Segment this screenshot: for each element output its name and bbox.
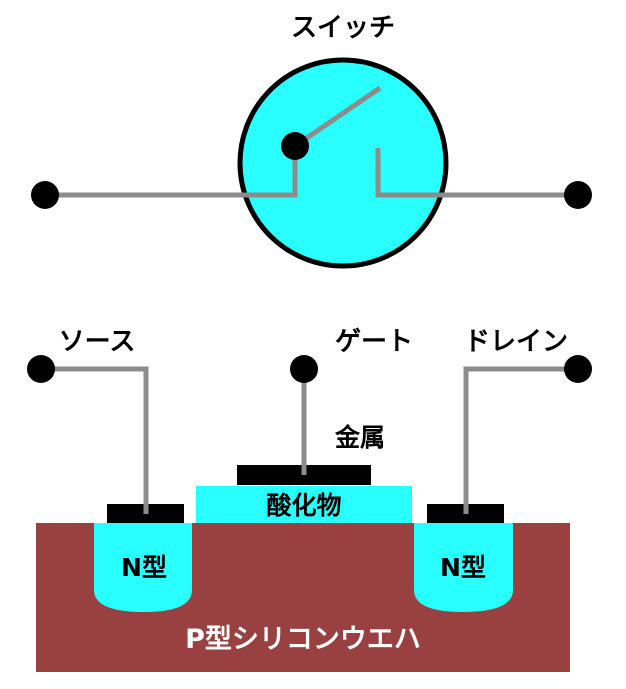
switch-symbol: スイッチ bbox=[31, 13, 592, 269]
oxide-label: 酸化物 bbox=[266, 491, 341, 520]
drain-label: ドレイン bbox=[464, 327, 568, 357]
source-terminal bbox=[27, 355, 55, 383]
source-wire bbox=[41, 366, 149, 514]
source-label: ソース bbox=[59, 327, 136, 357]
switch-lever bbox=[293, 85, 382, 149]
switch-pivot bbox=[281, 132, 309, 160]
switch-circle bbox=[237, 57, 449, 269]
n-well-right bbox=[414, 523, 513, 612]
n-well-left-label: N型 bbox=[121, 553, 167, 582]
n-well-right-label: N型 bbox=[440, 553, 486, 582]
drain-terminal bbox=[564, 355, 592, 383]
gate-label: ゲート bbox=[335, 327, 413, 357]
mosfet-cross-section: ソース ゲート ドレイン 金属 酸化物 N型 N型 P型シリコンウエハ bbox=[27, 327, 592, 672]
switch-title: スイッチ bbox=[291, 13, 395, 43]
substrate-label: P型シリコンウエハ bbox=[185, 624, 421, 655]
switch-left-terminal bbox=[31, 181, 59, 209]
n-well-left bbox=[94, 523, 192, 612]
metal-label: 金属 bbox=[334, 423, 385, 452]
switch-right-terminal bbox=[564, 181, 592, 209]
switch-left-wire bbox=[45, 148, 298, 198]
gate-terminal bbox=[290, 355, 318, 383]
drain-wire bbox=[463, 366, 578, 514]
switch-right-wire bbox=[375, 148, 578, 198]
oxide-layer bbox=[196, 486, 412, 523]
